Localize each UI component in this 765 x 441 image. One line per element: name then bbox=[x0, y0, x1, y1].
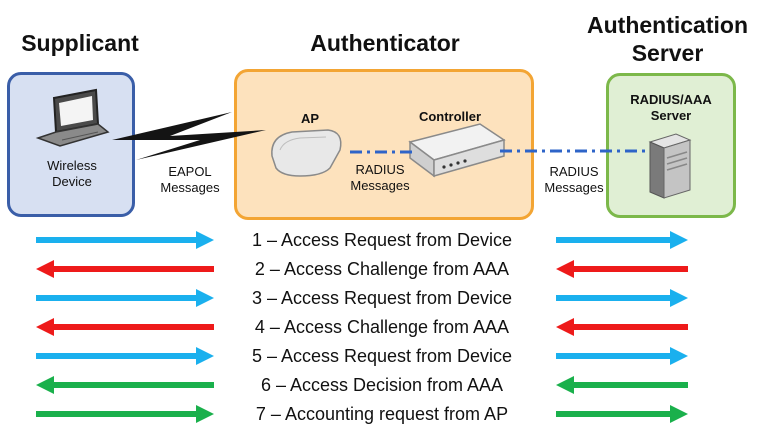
step-2-arrow-right bbox=[556, 260, 688, 278]
step-6-arrow-right bbox=[556, 376, 688, 394]
step-5-text: 5 – Access Request from Device bbox=[251, 346, 513, 366]
step-3-arrow-left bbox=[36, 289, 214, 307]
step-4-arrow-left bbox=[36, 318, 214, 336]
step-7-arrow-left bbox=[36, 405, 214, 423]
step-2-text: 2 – Access Challenge from AAA bbox=[254, 259, 510, 279]
step-1-text: 1 – Access Request from Device bbox=[251, 230, 513, 250]
step-1-arrow-left bbox=[36, 231, 214, 249]
ap-label: AP bbox=[300, 111, 320, 126]
step-4-text: 4 – Access Challenge from AAA bbox=[254, 317, 510, 337]
step-6-text: 6 – Access Decision from AAA bbox=[260, 375, 504, 395]
controller-icon bbox=[408, 123, 506, 178]
step-3-arrow-right bbox=[556, 289, 688, 307]
access-point-icon bbox=[271, 129, 342, 177]
step-7-arrow-right bbox=[556, 405, 688, 423]
controller-label: Controller bbox=[418, 109, 482, 124]
heading-server-line2: Server bbox=[631, 39, 704, 66]
step-1-arrow-right bbox=[556, 231, 688, 249]
server-box bbox=[606, 73, 736, 218]
step-4-arrow-right bbox=[556, 318, 688, 336]
wireless-link-bolt bbox=[112, 112, 266, 160]
laptop-icon bbox=[35, 88, 110, 147]
step-6-arrow-left bbox=[36, 376, 214, 394]
step-2-arrow-left bbox=[36, 260, 214, 278]
step-5-arrow-left bbox=[36, 347, 214, 365]
step-5-arrow-right bbox=[556, 347, 688, 365]
heading-authentication-server: Authentication Server bbox=[575, 12, 760, 67]
heading-authenticator: Authenticator bbox=[310, 30, 460, 56]
heading-server-line1: Authentication bbox=[587, 12, 748, 38]
step-arrows bbox=[36, 231, 688, 423]
step-7-text: 7 – Accounting request from AP bbox=[255, 404, 509, 424]
server-tower-icon bbox=[648, 133, 692, 199]
step-3-text: 3 – Access Request from Device bbox=[251, 288, 513, 308]
heading-supplicant: Supplicant bbox=[21, 30, 139, 56]
